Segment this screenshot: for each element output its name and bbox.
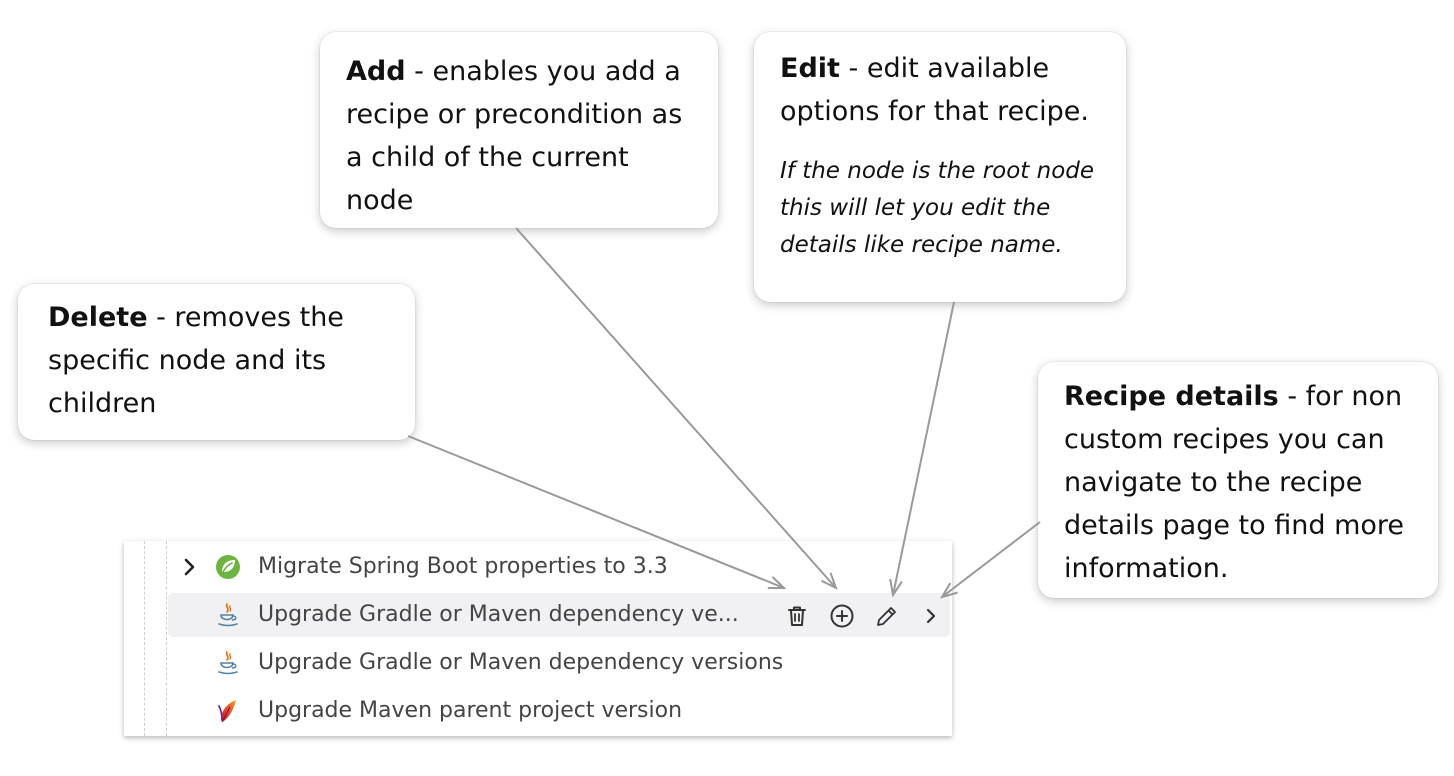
chevron-right-icon[interactable]: [918, 603, 944, 629]
recipe-details-callout-text: - for non custom recipes you can navigat…: [1064, 381, 1405, 584]
plus-circle-icon[interactable]: [829, 603, 855, 629]
edit-callout: Edit - edit available options for that r…: [754, 32, 1126, 302]
tree-indent-guide: [166, 541, 167, 736]
delete-callout: Delete - removes the specific node and i…: [18, 284, 415, 440]
tree-row-upgrade-dependency[interactable]: Upgrade Gradle or Maven dependency versi…: [168, 641, 950, 685]
recipe-details-callout: Recipe details - for non custom recipes …: [1038, 362, 1438, 598]
java-coffee-icon: [215, 602, 241, 628]
edit-callout-note: If the node is the root node this will l…: [780, 158, 1095, 258]
java-coffee-icon: [215, 650, 241, 676]
delete-callout-title: Delete: [48, 302, 148, 333]
add-callout: Add - enables you add a recipe or precon…: [320, 32, 718, 228]
recipe-details-connector-arrow: [942, 521, 1041, 597]
spring-leaf-icon: [215, 554, 241, 580]
add-callout-title: Add: [346, 56, 406, 87]
add-connector-arrow: [515, 227, 836, 588]
pencil-icon[interactable]: [874, 603, 900, 629]
tree-row-spring-boot[interactable]: Migrate Spring Boot properties to 3.3: [168, 545, 950, 589]
tree-indent-guide: [144, 541, 145, 736]
recipe-tree: Migrate Spring Boot properties to 3.3 Up…: [124, 541, 952, 736]
recipe-details-callout-title: Recipe details: [1064, 381, 1279, 412]
trash-icon[interactable]: [784, 603, 810, 629]
delete-connector-arrow: [407, 435, 784, 588]
add-callout-text: - enables you add a recipe or preconditi…: [346, 56, 683, 216]
tree-row-upgrade-dependency-selected[interactable]: Upgrade Gradle or Maven dependency ve...: [168, 593, 950, 637]
edit-connector-arrow: [893, 301, 955, 595]
chevron-right-icon[interactable]: [178, 556, 200, 578]
delete-callout-text: - removes the specific node and its chil…: [48, 302, 344, 419]
edit-callout-body: Edit - edit available options for that r…: [780, 47, 1106, 133]
edit-callout-text: - edit available options for that recipe…: [780, 53, 1089, 127]
edit-callout-title: Edit: [780, 53, 840, 84]
tree-row-maven-parent[interactable]: Upgrade Maven parent project version: [168, 689, 950, 733]
maven-feather-icon: [215, 698, 241, 724]
